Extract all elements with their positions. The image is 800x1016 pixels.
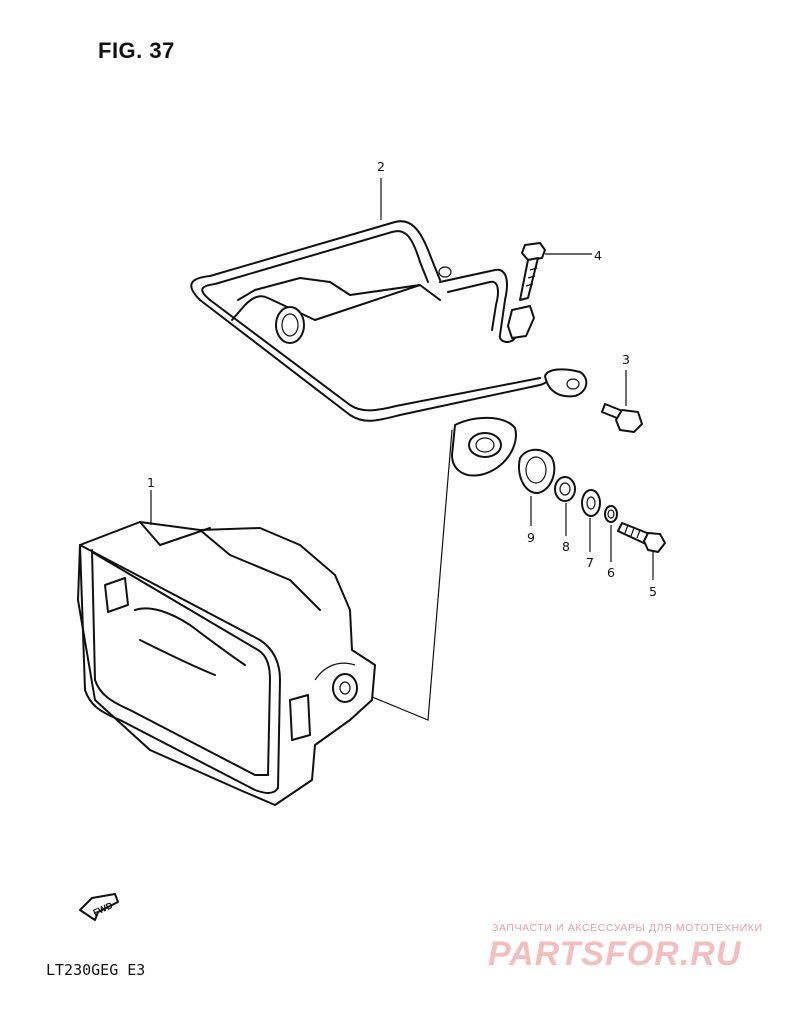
part-number-8: 8	[562, 539, 570, 554]
watermark-tagline: ЗАПЧАСТИ И АКСЕССУАРЫ ДЛЯ МОТОТЕХНИКИ	[492, 922, 763, 934]
fwd-arrow-icon: FWD	[79, 893, 119, 921]
spacer-8	[554, 476, 576, 536]
part-number-9: 9	[527, 530, 535, 545]
part-number-2: 2	[377, 159, 385, 174]
headlight-housing	[77, 521, 376, 806]
washer-7	[581, 489, 601, 552]
part-number-3: 3	[622, 352, 630, 367]
model-code: LT230GEG E3	[46, 961, 146, 979]
grommet-9	[518, 448, 556, 526]
part-number-1: 1	[147, 475, 155, 490]
assembly-guide-line	[359, 429, 453, 721]
part-number-7: 7	[586, 555, 594, 570]
watermark-logo: PARTSFOR.RU	[488, 935, 742, 973]
part-number-6: 6	[607, 565, 615, 580]
part-number-5: 5	[649, 584, 657, 599]
washer-6	[604, 505, 618, 562]
bolt-3	[601, 370, 643, 433]
bolt-5	[617, 522, 666, 580]
part-number-4: 4	[594, 248, 602, 263]
figure-title: FIG. 37	[98, 38, 175, 63]
guard-bracket	[190, 220, 588, 477]
bolt-4	[519, 242, 592, 301]
